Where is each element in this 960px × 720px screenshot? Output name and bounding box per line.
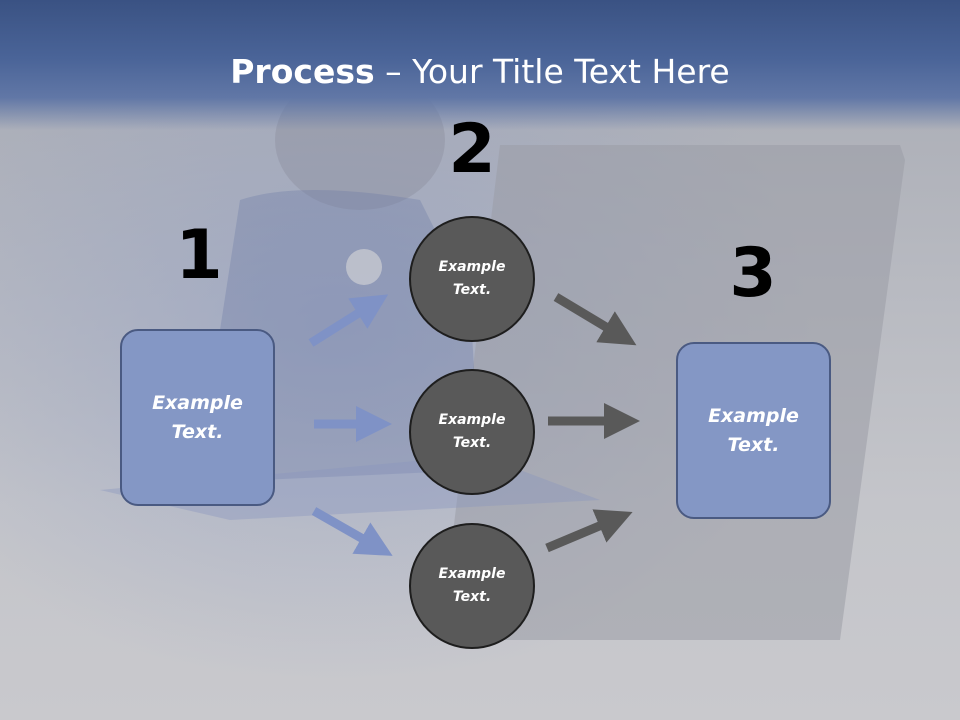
arrow-left-to-bottom — [311, 507, 393, 556]
step-number-2: 2 — [448, 110, 496, 189]
title-bold: Process — [230, 52, 375, 91]
title-rest: – Your Title Text Here — [374, 52, 730, 91]
step-number-1: 1 — [175, 216, 223, 295]
arrow-left-to-top — [308, 294, 389, 347]
header-bar — [0, 0, 960, 130]
slide-title: Process – Your Title Text Here — [0, 52, 960, 91]
arrow-top-to-right — [553, 293, 637, 346]
step-number-3: 3 — [729, 234, 777, 313]
arrow-bottom-to-right — [545, 509, 633, 553]
